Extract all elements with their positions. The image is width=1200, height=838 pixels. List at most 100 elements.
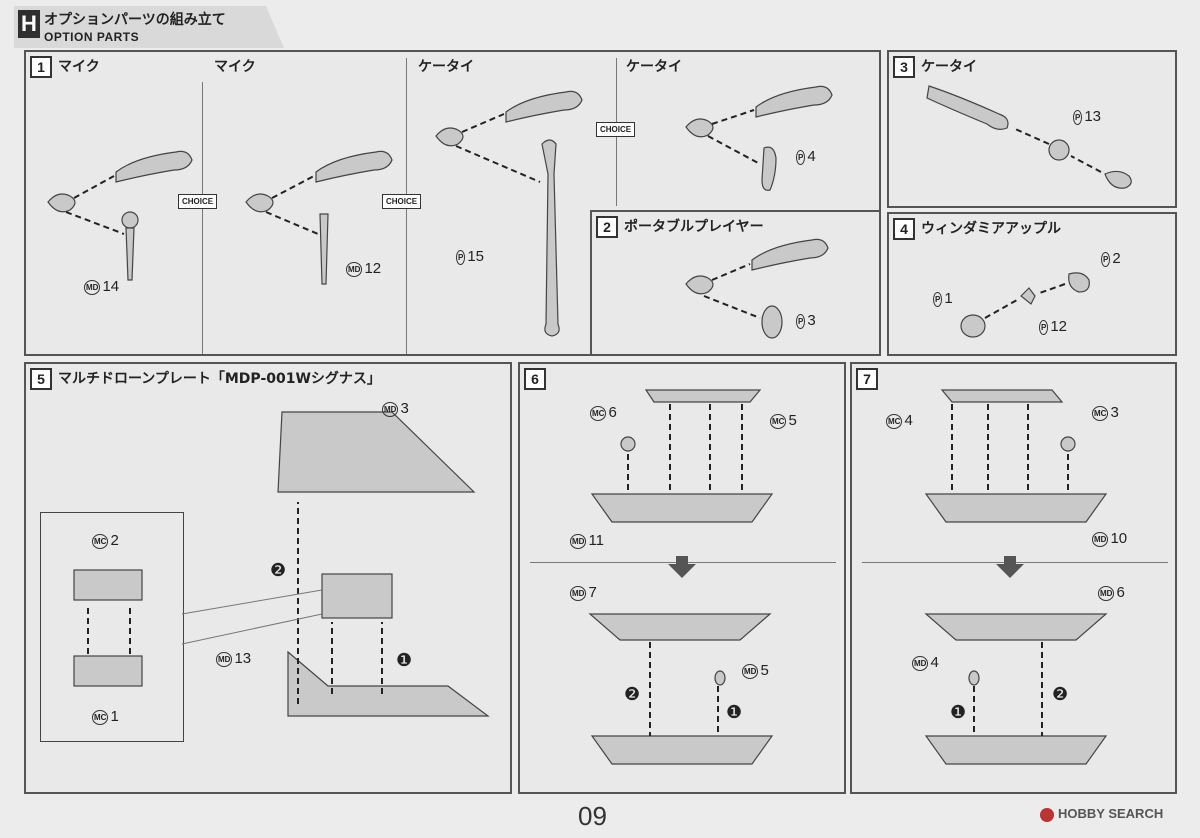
step-number: 4 (893, 218, 915, 240)
section-title: オプションパーツの組み立て (44, 12, 226, 28)
part-number: 4 (807, 148, 816, 165)
choice-tag: CHOICE (178, 194, 218, 209)
step-1-illustration (47, 85, 833, 337)
part-number: 1 (110, 708, 119, 725)
step-number: 6 (524, 368, 546, 390)
part-number: 2 (1112, 250, 1121, 267)
part-badge: MD (346, 261, 363, 277)
part-number: 2 (110, 532, 119, 549)
divider (202, 82, 203, 354)
part-number: 6 (1116, 584, 1125, 601)
part-badge: MD (570, 585, 587, 601)
part-badge: P (1073, 109, 1083, 125)
part-badge: MC (92, 709, 109, 725)
step-2-illustration (685, 238, 829, 339)
order-marker: ❶ (396, 650, 413, 670)
step-number: 1 (30, 56, 52, 78)
part-number: 15 (467, 248, 485, 265)
step-label: ケータイ (921, 59, 977, 75)
step-label: マイク (58, 59, 100, 75)
part-number: 6 (608, 404, 617, 421)
part-number: 12 (1050, 318, 1068, 335)
choice-tag: CHOICE (596, 122, 636, 137)
section-letter: H (18, 10, 40, 38)
part-badge: MD (382, 401, 399, 417)
step-label: マイク (214, 59, 256, 75)
part-number: 4 (930, 654, 939, 671)
watermark: HOBBY SEARCH (1040, 806, 1163, 822)
step-label: ポータブルプレイヤー (624, 219, 764, 235)
step-number: 7 (856, 368, 878, 390)
step-6-illustration (588, 389, 774, 765)
part-number: 10 (1110, 530, 1128, 547)
step-3-illustration (926, 85, 1132, 189)
part-badge: MD (84, 279, 101, 295)
step-label: ケータイ (626, 59, 682, 75)
part-badge: P (1101, 251, 1111, 267)
part-badge: MC (590, 405, 607, 421)
section-header-bar (14, 6, 284, 48)
part-badge: P (796, 149, 806, 165)
step-number: 2 (596, 216, 618, 238)
part-badge: MD (570, 533, 587, 549)
step-label: ウィンダミアアップル (921, 221, 1061, 237)
part-badge: P (796, 313, 806, 329)
part-number: 3 (400, 400, 409, 417)
part-badge: MD (1092, 531, 1109, 547)
step-label: マルチドローンプレート「MDP-001Wシグナス」 (58, 371, 381, 387)
order-marker: ❶ (726, 702, 743, 722)
part-number: 12 (364, 260, 382, 277)
part-number: 7 (588, 584, 597, 601)
part-badge: MC (886, 413, 903, 429)
part-number: 13 (234, 650, 252, 667)
part-badge: MC (1092, 405, 1109, 421)
part-number: 3 (1110, 404, 1119, 421)
step-7-illustration (924, 389, 1108, 765)
watermark-text: HOBBY SEARCH (1058, 806, 1164, 821)
part-number: 13 (1084, 108, 1102, 125)
part-badge: P (1039, 319, 1049, 335)
step-5-panel: 5 マルチドローンプレート「MDP-001Wシグナス」 (24, 362, 512, 794)
order-marker: ❷ (270, 560, 287, 580)
step-5-illustration (73, 411, 490, 717)
part-badge: MD (1098, 585, 1115, 601)
part-badge: MC (770, 413, 787, 429)
step-4-illustration (960, 272, 1090, 338)
detail-inset (40, 512, 184, 742)
order-marker: ❷ (624, 684, 641, 704)
part-number: 14 (102, 278, 120, 295)
step-number: 3 (893, 56, 915, 78)
step-label: ケータイ (418, 59, 474, 75)
page-number: 09 (578, 801, 607, 831)
part-number: 11 (588, 532, 605, 549)
part-number: 5 (760, 662, 769, 679)
part-badge: MD (912, 655, 929, 671)
order-marker: ❶ (950, 702, 967, 722)
part-badge: P (456, 249, 466, 265)
logo-icon (1040, 807, 1054, 822)
part-badge: P (933, 291, 943, 307)
part-number: 3 (807, 312, 816, 329)
